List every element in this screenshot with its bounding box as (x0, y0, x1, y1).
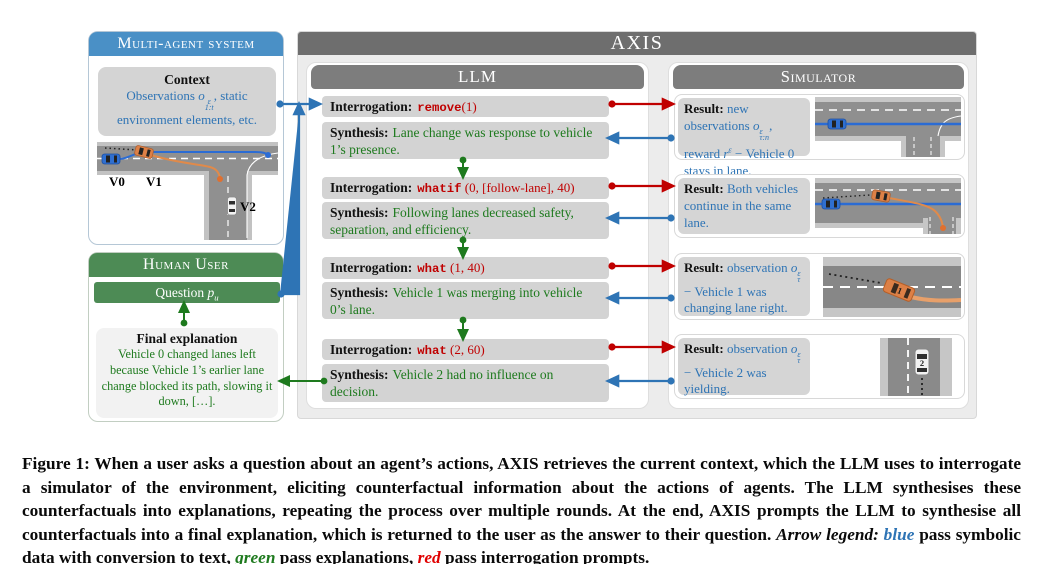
vehicle-v1-label: V1 (146, 174, 162, 189)
context-title: Context (164, 72, 210, 87)
human-user-panel: Human User Question pu Final explanation… (88, 252, 284, 422)
vehicle-v0-label: V0 (109, 174, 125, 189)
final-explanation-title: Final explanation (136, 331, 238, 346)
interrogation-box-2: Interrogation:whatif (0, [follow-lane], … (322, 177, 609, 199)
blue-path-endpoint (265, 152, 271, 158)
llm-column: LLM Interrogation:remove(1) Synthesis:La… (306, 62, 649, 409)
vehicle-v2-label: V2 (240, 199, 256, 214)
result-row-2: Result: Both vehicles continue in the sa… (674, 174, 965, 238)
llm-title: LLM (311, 65, 644, 89)
vehicle-2-icon: 2 (914, 348, 930, 375)
interrogation-box-3: Interrogation:what (1, 40) (322, 257, 609, 279)
vehicle-2-number: 2 (920, 358, 924, 368)
interrogation-box-4: Interrogation:what (2, 60) (322, 339, 609, 360)
vehicle-v1-icon (134, 145, 154, 159)
caption-red-word: red (417, 548, 441, 564)
caption-legend-label: Arrow legend: (776, 524, 884, 544)
vehicle-1-icon: 1 (882, 277, 916, 302)
final-explanation-body: Vehicle 0 changed lanes left because Veh… (101, 347, 273, 409)
axis-panel: AXIS LLM Interrogation:remove(1) Synthes… (297, 31, 977, 419)
question-bar: Question pu (94, 282, 280, 303)
multi-agent-system-panel: Multi-agent system Context Observations … (88, 31, 284, 245)
road-scene-result-1 (815, 97, 961, 157)
vehicle-0-icon (827, 118, 847, 130)
human-user-title: Human User (89, 253, 283, 277)
road-scene-result-4: 2 (880, 337, 952, 396)
caption-main: Figure 1: When a user asks a question ab… (22, 454, 1021, 544)
caption-green-word: green (235, 548, 276, 564)
vehicle-v0-icon (101, 153, 121, 165)
axis-title: AXIS (298, 32, 976, 55)
final-explanation-box: Final explanation Vehicle 0 changed lane… (96, 328, 278, 418)
vehicle-1-icon (871, 189, 891, 203)
interrogation-box-1: Interrogation:remove(1) (322, 96, 609, 117)
caption-blue-word: blue (883, 524, 915, 544)
orange-path-endpoint (217, 176, 223, 182)
synthesis-box-1: Synthesis:Lane change was response to ve… (322, 122, 609, 159)
vehicle-v2-icon (227, 196, 237, 216)
synthesis-box-2: Synthesis:Following lanes decreased safe… (322, 202, 609, 239)
road-scene-context: V0 V1 V2 (97, 142, 278, 240)
synthesis-box-3: Synthesis:Vehicle 1 was merging into veh… (322, 282, 609, 319)
result-text-2: Result: Both vehicles continue in the sa… (678, 178, 810, 234)
simulator-title: Simulator (673, 65, 964, 89)
road-scene-result-2 (815, 178, 961, 234)
road-scene-result-3: 1 (823, 256, 961, 317)
synthesis-box-4: Synthesis:Vehicle 2 had no influence on … (322, 364, 609, 402)
orange-path-endpoint (940, 225, 946, 231)
vehicle-0-icon (821, 198, 841, 210)
figure-caption: Figure 1: When a user asks a question ab… (22, 452, 1021, 564)
vehicle-1-number: 1 (896, 285, 904, 296)
multi-agent-system-title: Multi-agent system (89, 32, 283, 56)
